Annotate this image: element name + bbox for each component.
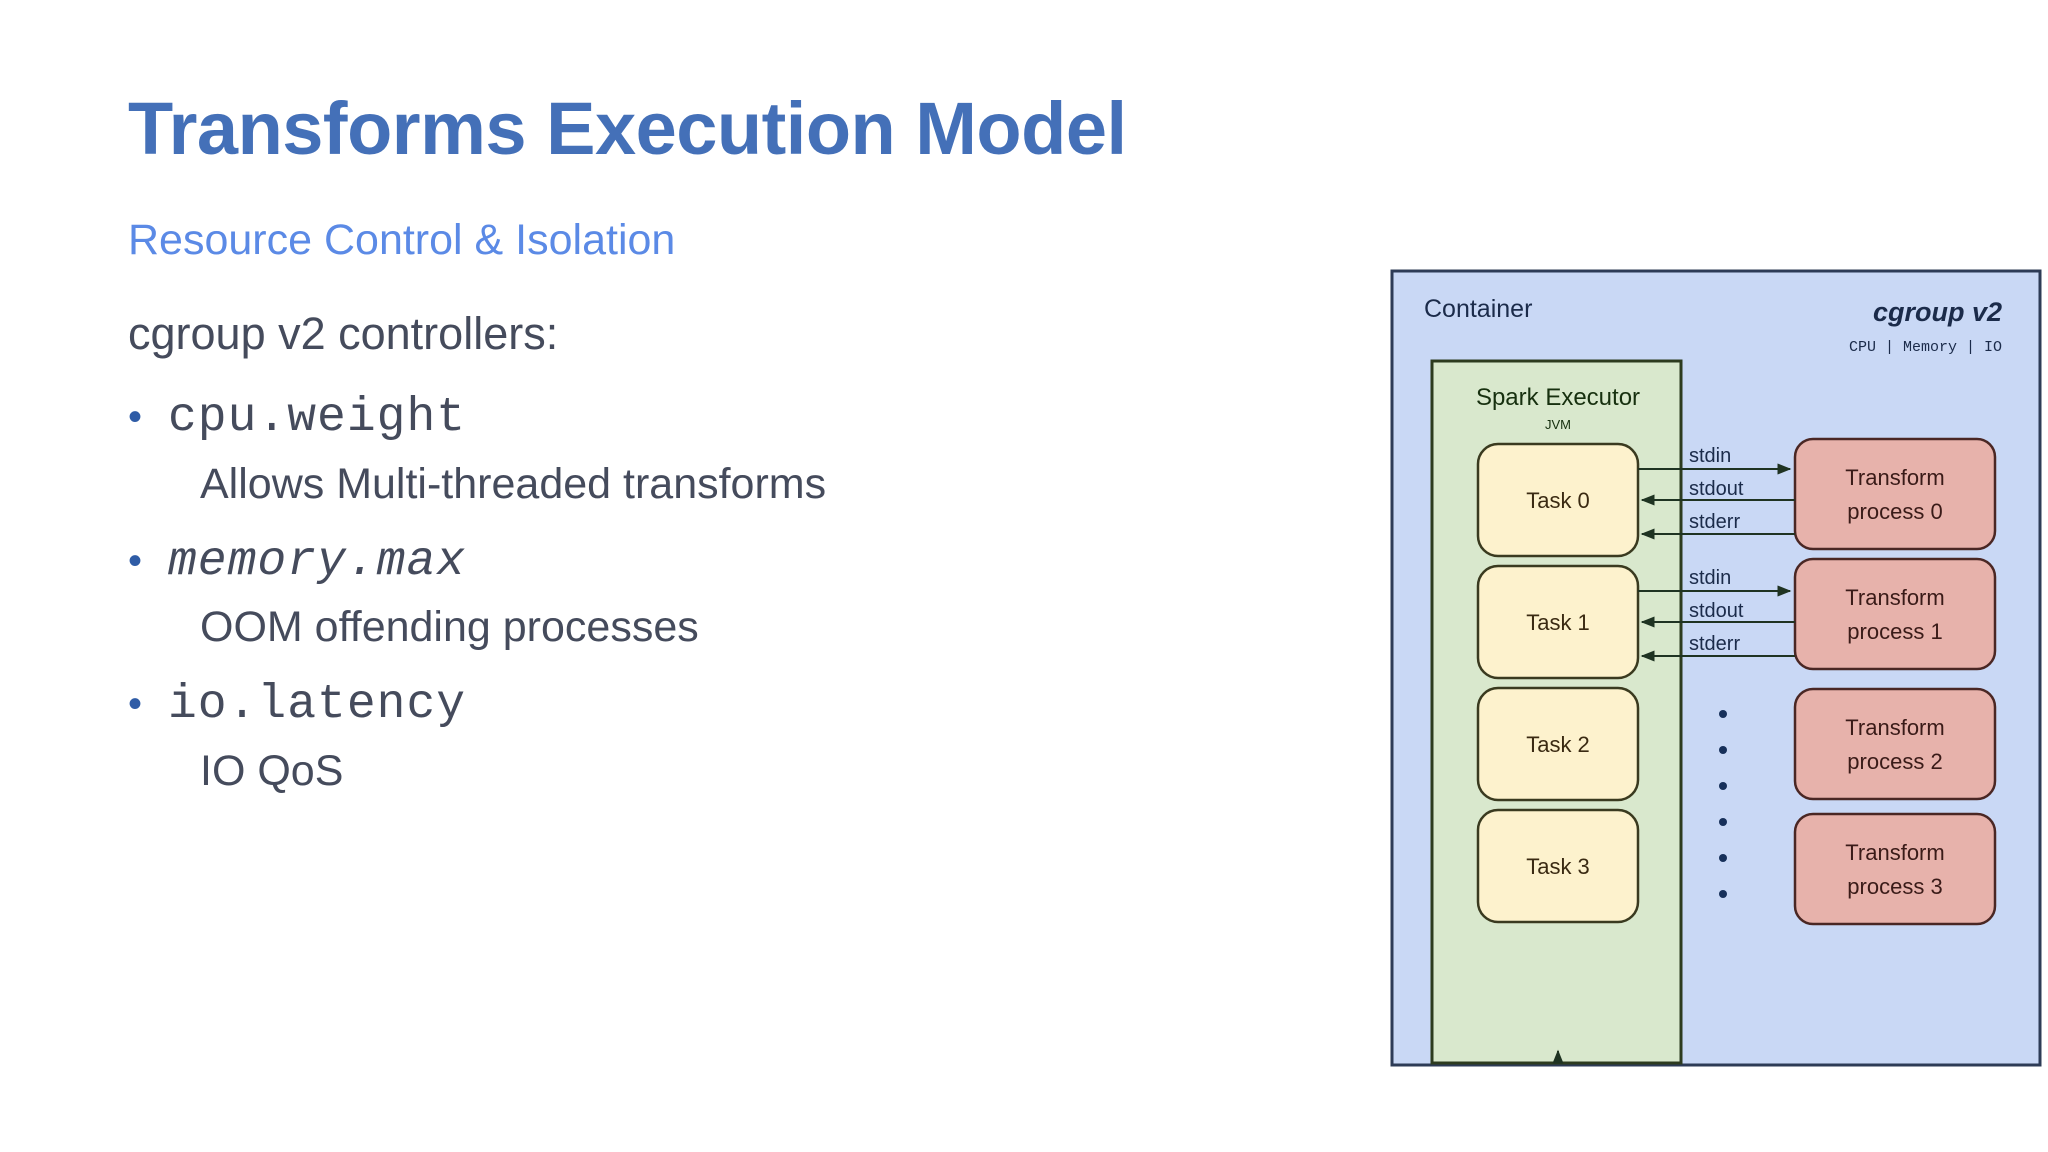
bullet-dot-icon: •: [128, 538, 143, 583]
bullet-dot-icon: •: [128, 395, 143, 440]
stdin-label: stdin: [1689, 567, 1731, 589]
task-label: Task 1: [1526, 610, 1590, 635]
bullet-code-io-latency: io.latency: [168, 678, 467, 733]
bullet-dot-icon: •: [128, 682, 143, 727]
task-label: Task 3: [1526, 854, 1590, 879]
cgroup-label: cgroup v2: [1873, 297, 2002, 327]
transform-process-box: [1793, 557, 1997, 671]
stderr-label: stderr: [1689, 511, 1740, 533]
stdout-label: stdout: [1689, 478, 1744, 500]
transform-process-box: [1793, 687, 1997, 801]
task-box: [1476, 808, 1640, 924]
transform-process-box: [1793, 437, 1997, 551]
transform-process-label: Transform: [1845, 465, 1944, 490]
bullet-item-io-latency: • io.latency: [128, 650, 1308, 733]
bullet-detail-memory-max: OOM offending processes: [200, 603, 699, 652]
task-box: [1476, 442, 1640, 558]
architecture-diagram: Container cgroup v2 CPU | Memory | IO Sp…: [1390, 269, 2042, 1067]
spark-executor-label: Spark Executor: [1476, 384, 1640, 411]
lead-text: cgroup v2 controllers:: [128, 308, 559, 359]
task-label: Task 2: [1526, 732, 1590, 757]
transform-process-label-line2: process 2: [1847, 749, 1942, 774]
container-label: Container: [1424, 295, 1532, 323]
page-title: Transforms Execution Model: [128, 87, 1127, 170]
bullet-item-cpu-weight: • cpu.weight: [128, 363, 1308, 446]
transform-process-label-line2: process 1: [1847, 619, 1942, 644]
task-label: Task 0: [1526, 488, 1590, 513]
task-box: [1476, 686, 1640, 802]
page-subtitle: Resource Control & Isolation: [128, 216, 676, 264]
controllers-label: CPU | Memory | IO: [1849, 339, 2002, 356]
ellipsis-dots-icon: [1719, 710, 1727, 898]
transform-process-label: Transform: [1845, 585, 1944, 610]
slide-text-column: Transforms Execution Model Resource Cont…: [128, 92, 1308, 794]
stdout-label: stdout: [1689, 600, 1744, 622]
stderr-label: stderr: [1689, 633, 1740, 655]
bullet-item-memory-max: • memory.max: [128, 507, 1308, 587]
bullet-code-memory-max: memory.max: [168, 534, 467, 589]
bullet-detail-io-latency: IO QoS: [200, 746, 344, 795]
task-box: [1476, 564, 1640, 680]
stdin-label: stdin: [1689, 445, 1731, 467]
bullet-detail-cpu-weight: Allows Multi-threaded transforms: [200, 459, 827, 508]
transform-process-label-line2: process 0: [1847, 499, 1942, 524]
body-content: cgroup v2 controllers: • cpu.weight Allo…: [128, 262, 1308, 794]
bullet-code-cpu-weight: cpu.weight: [168, 391, 467, 446]
transform-process-box: [1793, 812, 1997, 926]
transform-process-label-line2: process 3: [1847, 874, 1942, 899]
transform-process-label: Transform: [1845, 840, 1944, 865]
jvm-label: JVM: [1545, 417, 1571, 432]
transform-process-label: Transform: [1845, 715, 1944, 740]
diagram-canvas: Container cgroup v2 CPU | Memory | IO Sp…: [1390, 269, 2042, 1067]
